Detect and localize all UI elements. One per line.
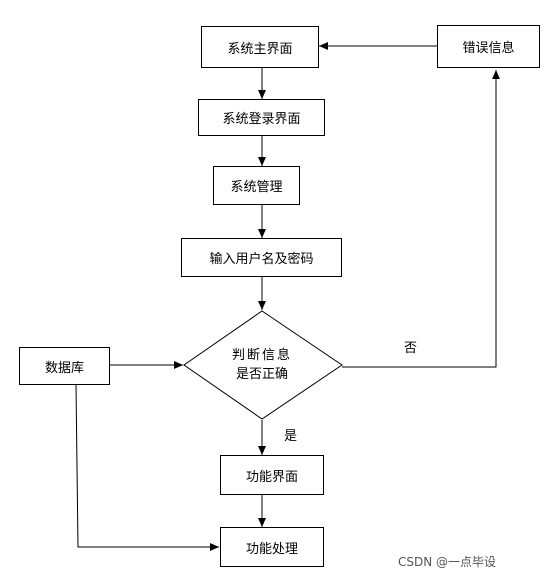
arrow-database-to-process [75, 384, 219, 551]
function-ui-label: 功能界面 [245, 469, 298, 485]
input-credentials-box: 输入用户名及密码 [181, 238, 342, 277]
function-process-label: 功能处理 [245, 541, 298, 557]
decision-line1: 判断信息 [231, 348, 292, 363]
system-main-label: 系统主界面 [227, 41, 293, 57]
watermark: CSDN @一点毕设 [398, 555, 497, 569]
edge-label-no: 否 [404, 341, 418, 356]
function-process-box: 功能处理 [220, 527, 324, 567]
system-manage-box: 系统管理 [213, 166, 300, 205]
system-login-box: 系统登录界面 [198, 99, 325, 136]
decision-diamond [183, 310, 343, 420]
decision-text: 判断信息 是否正确 [212, 346, 312, 384]
error-info-box: 错误信息 [437, 25, 540, 68]
error-info-label: 错误信息 [462, 41, 515, 56]
system-login-label: 系统登录界面 [222, 112, 301, 127]
database-box: 数据库 [19, 347, 110, 385]
database-label: 数据库 [44, 360, 84, 376]
system-manage-label: 系统管理 [230, 180, 283, 195]
edge-label-yes: 是 [284, 429, 298, 444]
system-main-box: 系统主界面 [201, 26, 319, 68]
decision-line2: 是否正确 [235, 367, 288, 382]
input-credentials-label: 输入用户名及密码 [209, 252, 314, 267]
arrow-decision-to-error [342, 70, 500, 368]
function-ui-box: 功能界面 [220, 455, 324, 495]
